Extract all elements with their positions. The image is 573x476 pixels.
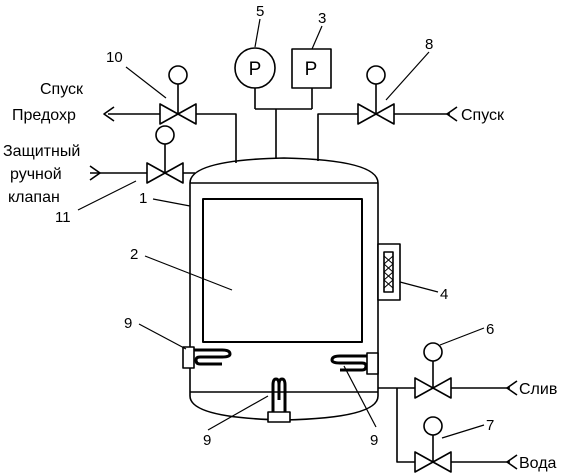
- pressure-switch-symbol: P: [305, 59, 318, 80]
- pressure-switch: [291, 48, 332, 89]
- label-zashch-2: ручной: [10, 166, 62, 183]
- callout-4: 4: [440, 286, 448, 303]
- callout-7: 7: [486, 417, 494, 434]
- valve-8: [357, 65, 450, 125]
- callout-9-left: 9: [124, 315, 132, 332]
- label-spusk-right: Спуск: [461, 107, 505, 124]
- pipe-top-left: [196, 113, 237, 163]
- callout-11: 11: [55, 209, 71, 226]
- heater-bottom: [267, 377, 291, 423]
- valve-11: [90, 125, 195, 184]
- inner-chamber: [202, 198, 363, 343]
- leader-lines: [77, 18, 485, 439]
- valve-10: [108, 65, 197, 125]
- label-voda: Вода: [519, 455, 557, 472]
- callout-5: 5: [256, 3, 264, 20]
- callout-1: 1: [139, 190, 147, 207]
- arrow-zashch: [89, 165, 101, 181]
- valve-6: [414, 342, 510, 399]
- pipe-bottom-right: [378, 387, 415, 463]
- arrow-spusk-left: [103, 106, 115, 122]
- label-sliv: Слив: [519, 381, 557, 398]
- callout-6: 6: [486, 321, 494, 338]
- callout-3: 3: [318, 10, 326, 27]
- callout-9-right: 9: [370, 432, 378, 449]
- arrow-spusk-right: [446, 106, 458, 122]
- pressure-gauge-symbol: P: [249, 59, 262, 80]
- pipe-top-right: [317, 113, 358, 161]
- callout-10: 10: [106, 49, 123, 66]
- pressure-gauge: [234, 47, 276, 89]
- label-predokhr: Предохр: [12, 107, 76, 124]
- valve-7: [414, 416, 510, 473]
- sight-glass: [377, 243, 401, 301]
- callout-9-center: 9: [203, 432, 211, 449]
- arrow-sliv: [506, 380, 518, 396]
- heater-right: [330, 352, 379, 375]
- label-zashch-3: клапан: [8, 189, 60, 206]
- callout-2: 2: [130, 246, 138, 263]
- label-spusk-left: Спуск: [40, 81, 84, 98]
- label-zashch-1: Защитный: [3, 143, 80, 160]
- arrow-voda: [506, 454, 518, 470]
- heater-left: [182, 346, 232, 369]
- pipe-top-center: [254, 88, 313, 158]
- callout-8: 8: [425, 36, 433, 53]
